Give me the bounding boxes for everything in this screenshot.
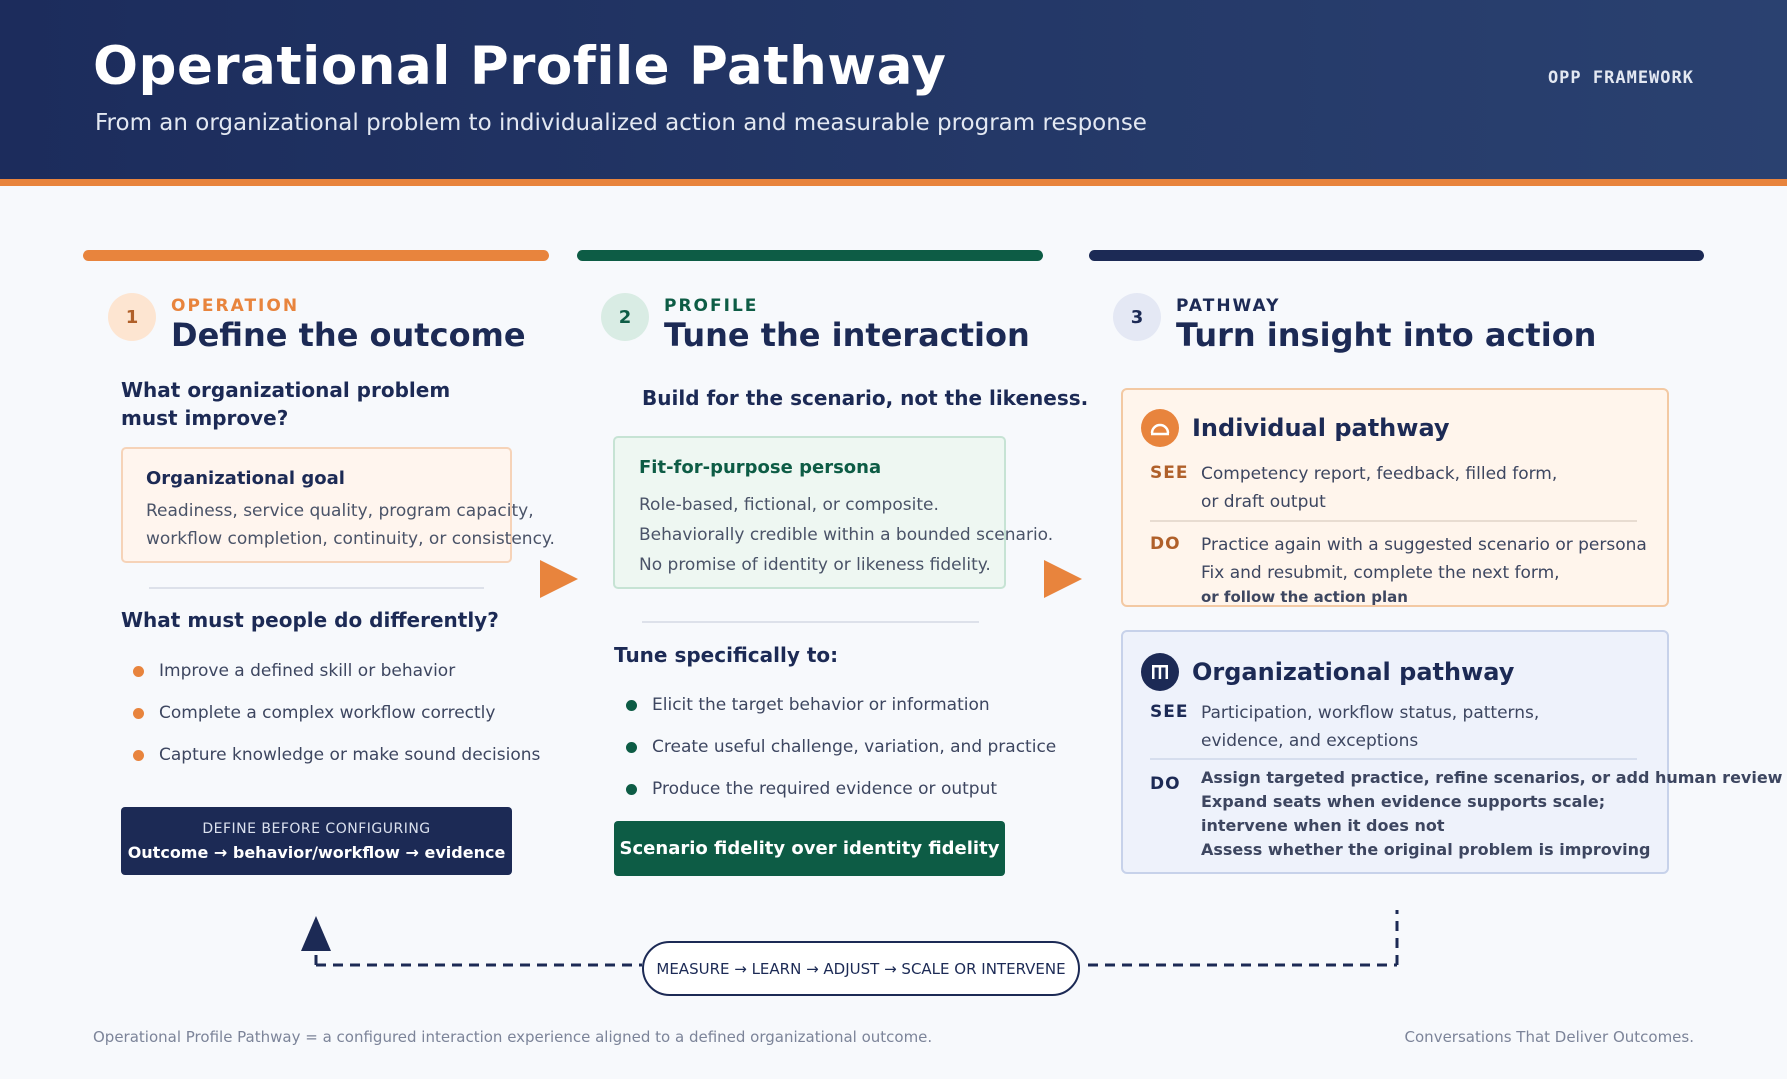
persona-card: Fit-for-purpose persona Role-based, fict… bbox=[613, 436, 1053, 589]
step-number-2: 2 bbox=[601, 293, 649, 341]
list-item: Capture knowledge or make sound decision… bbox=[121, 744, 540, 786]
divider bbox=[1150, 758, 1637, 760]
arrow-up-icon bbox=[301, 916, 331, 951]
goal-card-body: Readiness, service quality, program capa… bbox=[146, 497, 555, 553]
do-label: DO bbox=[1150, 774, 1181, 794]
header-banner: Operational Profile Pathway From an orga… bbox=[0, 0, 1787, 186]
profile-kicker: PROFILE bbox=[664, 296, 759, 316]
operation-question-2: What must people do differently? bbox=[121, 608, 499, 632]
goal-card-line: workflow completion, continuity, or cons… bbox=[146, 529, 555, 549]
pathway-accent-bar bbox=[1089, 250, 1704, 261]
framework-tag: OPP FRAMEWORK bbox=[1547, 68, 1694, 88]
measure-loop-label: MEASURE → LEARN → ADJUST → SCALE OR INTE… bbox=[642, 941, 1080, 996]
organizational-goal-card: Organizational goal Readiness, service q… bbox=[121, 447, 555, 563]
persona-card-body: Role-based, fictional, or composite. Beh… bbox=[639, 490, 1053, 580]
question-line: What organizational problem bbox=[121, 378, 451, 402]
building-icon bbox=[1141, 653, 1179, 691]
organizational-pathway-title: Organizational pathway bbox=[1192, 658, 1515, 686]
list-item: Produce the required evidence or output bbox=[614, 778, 1056, 820]
profile-heading: Tune the interaction bbox=[664, 316, 1030, 354]
see-line: Competency report, feedback, filled form… bbox=[1201, 464, 1558, 484]
person-icon bbox=[1141, 409, 1179, 447]
see-line: or draft output bbox=[1201, 492, 1326, 512]
bullet-dot-icon bbox=[133, 666, 144, 677]
bullet-dot-icon bbox=[133, 708, 144, 719]
profile-bullet-list: Elicit the target behavior or informatio… bbox=[614, 694, 1056, 820]
bullet-text: Elicit the target behavior or informatio… bbox=[652, 695, 990, 715]
bullet-text: Complete a complex workflow correctly bbox=[159, 703, 496, 723]
pathway-kicker: PATHWAY bbox=[1176, 296, 1281, 316]
do-label: DO bbox=[1150, 534, 1181, 554]
operation-bullet-list: Improve a defined skill or behavior Comp… bbox=[121, 660, 540, 786]
callout-label: DEFINE BEFORE CONFIGURING bbox=[202, 821, 431, 837]
step-number-3: 3 bbox=[1113, 293, 1161, 341]
bullet-text: Improve a defined skill or behavior bbox=[159, 661, 456, 681]
persona-card-line: Role-based, fictional, or composite. bbox=[639, 495, 939, 515]
see-label: SEE bbox=[1150, 463, 1189, 483]
individual-do-bold: or follow the action plan bbox=[1201, 588, 1408, 606]
individual-pathway-card: Individual pathway SEE Competency report… bbox=[1121, 388, 1669, 607]
individual-do-text: Practice again with a suggested scenario… bbox=[1201, 531, 1647, 587]
bullet-dot-icon bbox=[626, 700, 637, 711]
profile-tagline: Build for the scenario, not the likeness… bbox=[642, 386, 1089, 410]
divider bbox=[1150, 520, 1637, 522]
see-label: SEE bbox=[1150, 702, 1189, 722]
profile-accent-bar bbox=[577, 250, 1043, 261]
footer-right: Conversations That Deliver Outcomes. bbox=[1404, 1028, 1694, 1046]
do-line: Fix and resubmit, complete the next form… bbox=[1201, 563, 1560, 583]
bullet-dot-icon bbox=[626, 784, 637, 795]
organizational-pathway-card: Organizational pathway SEE Participation… bbox=[1121, 630, 1782, 874]
see-line: Participation, workflow status, patterns… bbox=[1201, 703, 1540, 723]
bullet-dot-icon bbox=[133, 750, 144, 761]
persona-card-line: No promise of identity or likeness fidel… bbox=[639, 555, 991, 575]
list-item: Complete a complex workflow correctly bbox=[121, 702, 540, 744]
operation-question: What organizational problem must improve… bbox=[121, 376, 450, 432]
do-line: Practice again with a suggested scenario… bbox=[1201, 535, 1647, 555]
goal-card-title: Organizational goal bbox=[146, 468, 345, 489]
persona-card-line: Behaviorally credible within a bounded s… bbox=[639, 525, 1054, 545]
do-line: Assign targeted practice, refine scenari… bbox=[1201, 768, 1783, 787]
do-line: intervene when it does not bbox=[1201, 816, 1445, 835]
see-line: evidence, and exceptions bbox=[1201, 731, 1419, 751]
callout-text: Outcome → behavior/workflow → evidence bbox=[127, 843, 506, 862]
bullet-text: Capture knowledge or make sound decision… bbox=[159, 745, 541, 765]
step-number-1: 1 bbox=[108, 293, 156, 341]
goal-card-line: Readiness, service quality, program capa… bbox=[146, 501, 534, 521]
list-item: Elicit the target behavior or informatio… bbox=[614, 694, 1056, 736]
bullet-text: Produce the required evidence or output bbox=[652, 779, 998, 799]
persona-card-title: Fit-for-purpose persona bbox=[639, 457, 882, 478]
organizational-do-text: Assign targeted practice, refine scenari… bbox=[1201, 766, 1782, 862]
operation-kicker: OPERATION bbox=[171, 296, 300, 316]
list-item: Create useful challenge, variation, and … bbox=[614, 736, 1056, 778]
organizational-see-text: Participation, workflow status, patterns… bbox=[1201, 699, 1539, 755]
profile-question-2: Tune specifically to: bbox=[614, 643, 839, 667]
pathway-heading: Turn insight into action bbox=[1176, 316, 1597, 354]
page-subtitle: From an organizational problem to indivi… bbox=[95, 110, 1147, 136]
bullet-text: Create useful challenge, variation, and … bbox=[652, 737, 1057, 757]
list-item: Improve a defined skill or behavior bbox=[121, 660, 540, 702]
do-line: Assess whether the original problem is i… bbox=[1201, 840, 1651, 859]
do-line: Expand seats when evidence supports scal… bbox=[1201, 792, 1606, 811]
question-line: must improve? bbox=[121, 406, 289, 430]
divider bbox=[149, 587, 484, 589]
footer-left: Operational Profile Pathway = a configur… bbox=[93, 1028, 933, 1046]
arrow-right-icon bbox=[1044, 560, 1082, 598]
operation-accent-bar bbox=[83, 250, 549, 261]
operation-heading: Define the outcome bbox=[171, 316, 526, 354]
individual-pathway-title: Individual pathway bbox=[1192, 414, 1450, 442]
individual-see-text: Competency report, feedback, filled form… bbox=[1201, 460, 1557, 516]
define-before-configuring-callout: DEFINE BEFORE CONFIGURING Outcome → beha… bbox=[121, 807, 512, 875]
divider bbox=[642, 621, 979, 623]
scenario-fidelity-callout: Scenario fidelity over identity fidelity bbox=[614, 821, 1005, 876]
page-title: Operational Profile Pathway bbox=[93, 36, 947, 97]
bullet-dot-icon bbox=[626, 742, 637, 753]
arrow-right-icon bbox=[540, 560, 578, 598]
